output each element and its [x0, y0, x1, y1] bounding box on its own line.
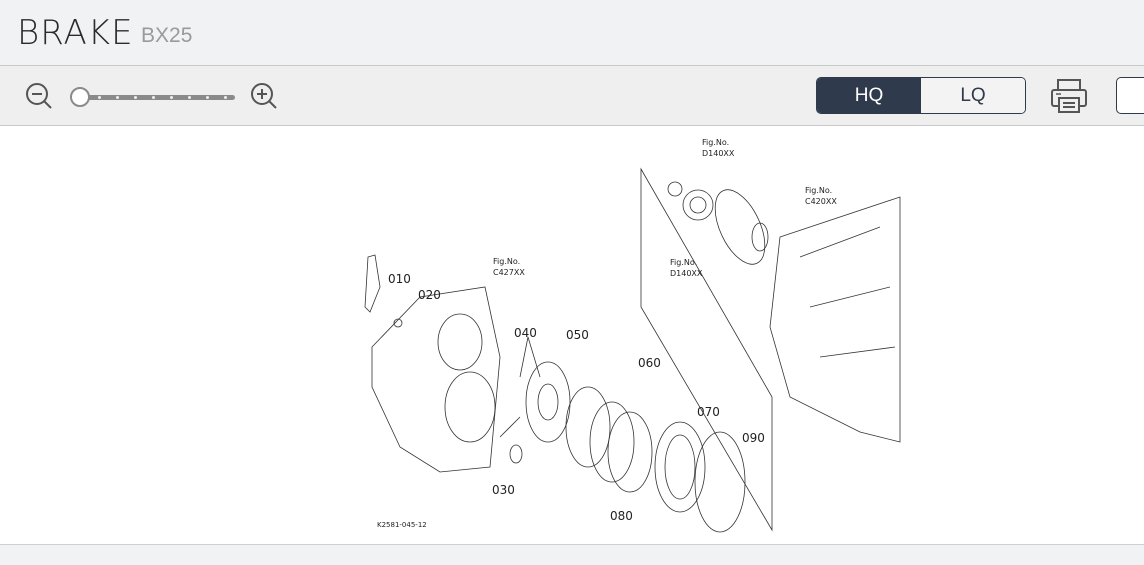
footer-bar	[0, 544, 1144, 565]
fig-ref-label: Fig.No.	[702, 138, 729, 147]
zoom-out-icon[interactable]	[24, 81, 56, 113]
toolbar: HQ LQ	[0, 66, 1144, 126]
fig-ref-label: Fig.No.	[493, 257, 520, 266]
lq-button[interactable]: LQ	[921, 78, 1025, 113]
zoom-slider[interactable]	[70, 87, 235, 107]
page-title: BRAKE	[17, 13, 134, 53]
part-label[interactable]: 080	[610, 509, 633, 523]
fig-ref-code[interactable]: C420XX	[805, 197, 837, 206]
part-label[interactable]: 060	[638, 356, 661, 370]
fig-ref-code[interactable]: D140XX	[702, 149, 735, 158]
fig-ref-label: Fig.No.	[805, 186, 832, 195]
part-label[interactable]: 050	[566, 328, 589, 342]
exploded-view-drawing: 010 020 030 040 050 060 070 080 090 Fig.…	[364, 138, 901, 533]
drawing-code: K2581-045-12	[377, 521, 427, 529]
quality-toggle: HQ LQ	[816, 77, 1026, 114]
part-label[interactable]: 090	[742, 431, 765, 445]
model-name: BX25	[141, 24, 193, 47]
zoom-in-icon[interactable]	[249, 81, 281, 113]
fig-ref-code[interactable]: D140XX	[670, 269, 703, 278]
part-label[interactable]: 010	[388, 272, 411, 286]
part-label[interactable]: 030	[492, 483, 515, 497]
part-label[interactable]: 070	[697, 405, 720, 419]
diagram-frame	[640, 167, 773, 532]
zoom-slider-thumb[interactable]	[70, 87, 90, 107]
print-icon[interactable]	[1050, 78, 1090, 116]
fig-ref-code[interactable]: C427XX	[493, 268, 525, 277]
fig-ref-label: Fig.No.	[670, 258, 697, 267]
hq-button[interactable]: HQ	[817, 78, 921, 113]
part-label[interactable]: 020	[418, 288, 441, 302]
page-header: BRAKE BX25	[0, 0, 1144, 66]
parts-diagram[interactable]: 010 020 030 040 050 060 070 080 090 Fig.…	[0, 127, 1144, 544]
part-label[interactable]: 040	[514, 326, 537, 340]
back-button[interactable]	[1116, 77, 1144, 114]
